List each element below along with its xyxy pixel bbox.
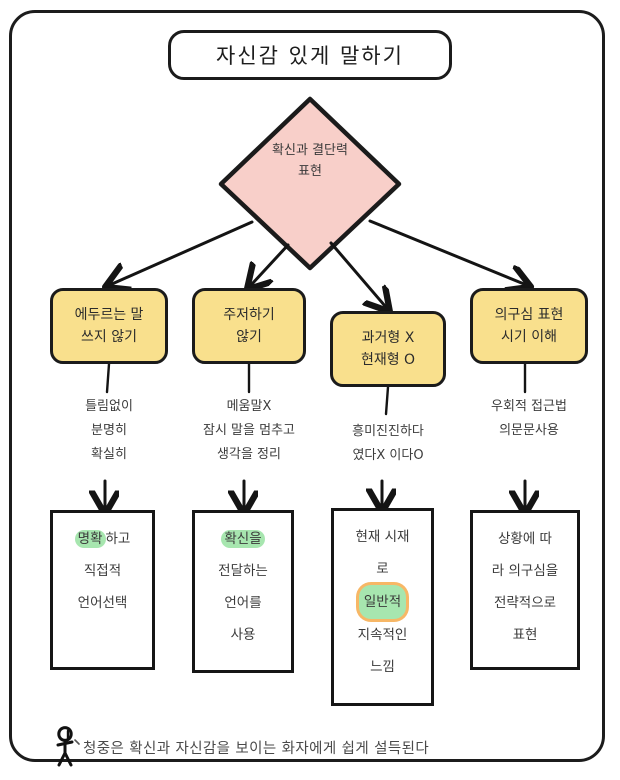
result-line: 일반적 [334, 585, 431, 619]
text-highlight: 일반적 [358, 585, 407, 619]
branch-1-yellow-line-1: 에두르는 말 [74, 307, 144, 323]
text-highlight: 확신을 [221, 530, 265, 548]
result-line: 전략적으로 [493, 595, 557, 611]
branch-2-yellow-line-2: 않기 [236, 329, 262, 345]
branch-1-yellow-line-2: 쓰지 않기 [81, 329, 137, 345]
branch-2-yellow-box[interactable]: 주저하기 않기 [192, 288, 306, 364]
page-title: 자신감 있게 말하기 [216, 44, 404, 68]
result-line: 라 의구심을 [491, 563, 559, 579]
branch-4-yellow-line-2: 시기 이해 [501, 329, 557, 345]
branch-4-yellow-line-1: 의구심 표현 [494, 307, 564, 323]
annotation-line: 잠시 말을 멈추고 [203, 423, 295, 438]
branch-4-yellow-box[interactable]: 의구심 표현 시기 이해 [470, 288, 588, 364]
text-highlight: 명확 [74, 530, 106, 548]
result-line: 로 [376, 561, 389, 577]
result-line: 언어선택 [77, 595, 128, 611]
branch-3-yellow-line-2: 현재형 O [360, 352, 416, 368]
result-line: 언어를 [224, 595, 262, 611]
branch-2-yellow-line-1: 주저하기 [223, 307, 275, 323]
result-line: 상황에 따 [498, 531, 552, 547]
result-line: 느낌 [370, 659, 395, 675]
annotation-line: 흥미진진하다 [352, 424, 424, 439]
annotation-line: 분명히 [91, 423, 127, 438]
result-line: 직접적 [83, 563, 122, 579]
outer-frame-border [9, 10, 605, 762]
annotation-line: 였다X 이다O [352, 448, 424, 463]
result-line: 현재 시재 [355, 529, 410, 545]
result-line: 확신을 [195, 523, 291, 555]
branch-1-yellow-box[interactable]: 에두르는 말 쓰지 않기 [50, 288, 168, 364]
stick-figure-person-icon [55, 726, 81, 768]
caption-text: 청중은 확신과 자신감을 보이는 화자에게 쉽게 설득된다 [83, 740, 430, 757]
result-line: 표현 [512, 627, 538, 643]
bottom-caption: 청중은 확신과 자신감을 보이는 화자에게 쉽게 설득된다 [55, 726, 585, 768]
annotation-line: 틀림없이 [85, 399, 133, 414]
result-line: 전달하는 [218, 563, 268, 579]
annotation-line: 우회적 접근법 [491, 399, 567, 414]
diagram-title-box: 자신감 있게 말하기 [168, 30, 452, 80]
annotation-line: 메움말X [226, 399, 272, 414]
result-line: 지속적인 [357, 627, 408, 643]
branch-3-yellow-line-1: 과거형 X [361, 330, 415, 346]
result-line: 사용 [230, 627, 256, 643]
branch-3-yellow-box[interactable]: 과거형 X 현재형 O [330, 311, 446, 387]
annotation-line: 생각을 정리 [217, 447, 281, 462]
annotation-line: 확실히 [91, 447, 127, 462]
annotation-line: 의문문사용 [499, 423, 559, 438]
